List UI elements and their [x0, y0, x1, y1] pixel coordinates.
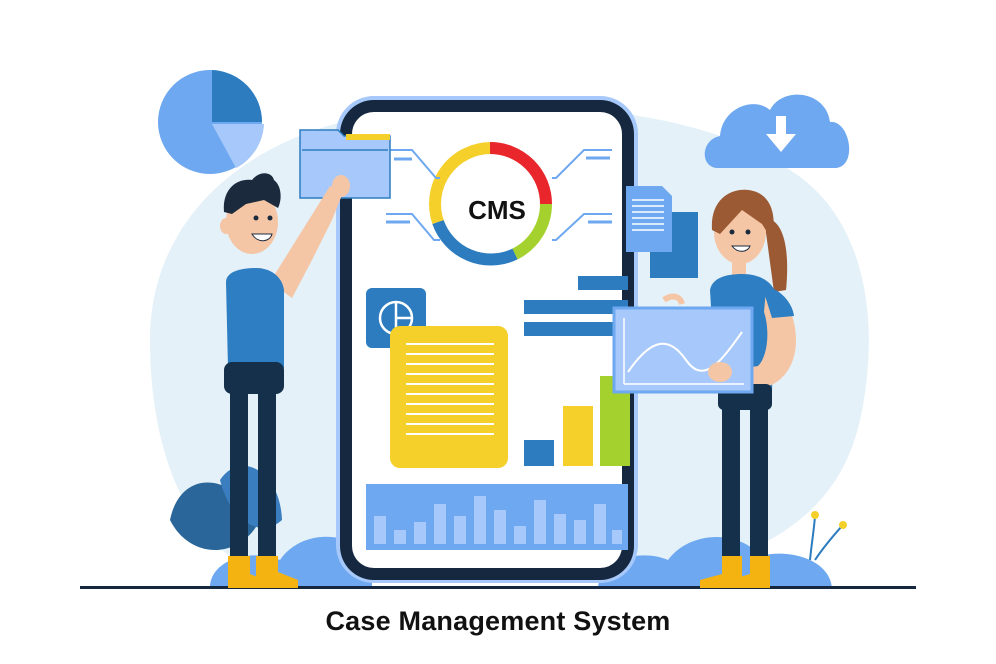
man-character: [220, 173, 350, 588]
connector-lines-left: [386, 149, 440, 241]
connector-lines-right: [552, 149, 612, 241]
woman-hand: [708, 362, 732, 382]
caption-title: Case Management System: [325, 606, 671, 636]
wave-chart-icon: [612, 306, 754, 394]
document-icon: [626, 186, 698, 278]
histogram-panel: [366, 484, 628, 550]
pie-chart-icon: [158, 70, 264, 174]
ground-line: [80, 586, 916, 589]
info-bars: [524, 276, 628, 336]
cms-badge-text: CMS: [468, 195, 526, 225]
plant-stems: [809, 511, 847, 561]
cms-ring: [429, 142, 552, 266]
folder-icon: [299, 129, 391, 199]
yellow-document-card: [390, 326, 508, 468]
cloud-download-icon: [704, 94, 850, 168]
